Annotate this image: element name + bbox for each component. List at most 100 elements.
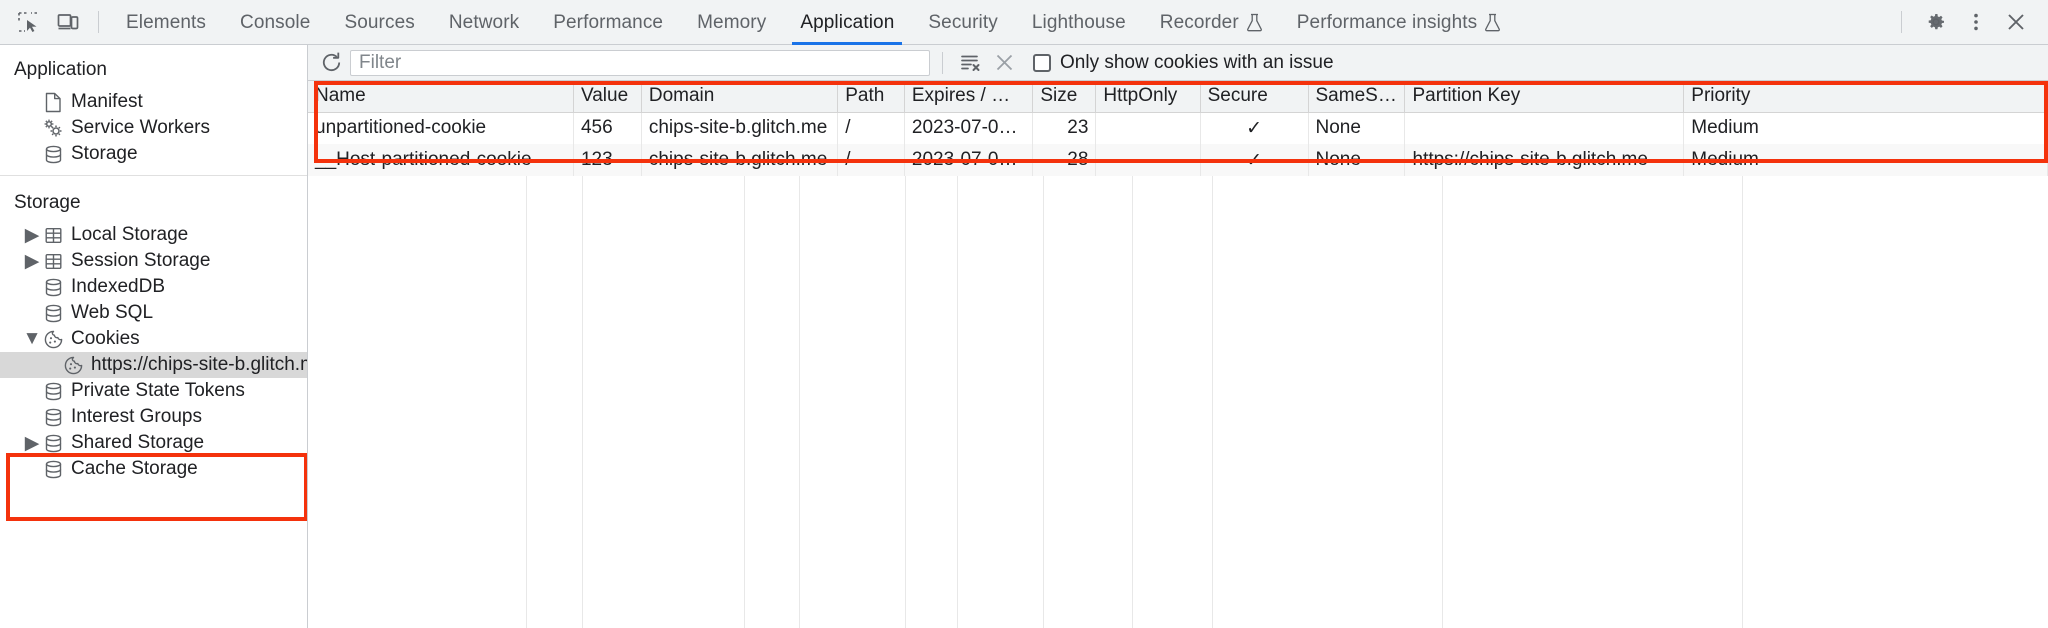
- cell-samesite: None: [1308, 144, 1406, 176]
- database-icon: [40, 433, 66, 454]
- chevron-right-icon[interactable]: ▶: [24, 250, 40, 272]
- close-icon[interactable]: [1996, 3, 2036, 41]
- cell-priority: Medium: [1683, 144, 2048, 176]
- sidebar-item-storage[interactable]: ▶ Storage: [0, 141, 307, 167]
- column-header-httponly[interactable]: HttpOnly: [1095, 81, 1201, 113]
- sidebar-item-indexeddb[interactable]: ▶ IndexedDB: [0, 274, 307, 300]
- cell-httponly: [1095, 112, 1201, 144]
- column-header-secure[interactable]: Secure: [1200, 81, 1309, 113]
- sidebar-group-application: Application ▶ Manifest ▶: [0, 49, 307, 175]
- tab-performance[interactable]: Performance: [553, 11, 664, 33]
- sidebar-item-web-sql[interactable]: ▶ Web SQL: [0, 300, 307, 326]
- database-icon: [40, 144, 66, 165]
- sidebar-item-label: Manifest: [71, 91, 143, 112]
- sidebar-item-shared-storage[interactable]: ▶ Shared Storage: [0, 430, 307, 456]
- sidebar-section-title-storage: Storage: [14, 192, 81, 213]
- column-header-path[interactable]: Path: [837, 81, 905, 113]
- devtools-tabbar: Elements Console Sources Network Perform…: [0, 0, 2048, 45]
- column-header-value[interactable]: Value: [573, 81, 642, 113]
- tab-performance-insights[interactable]: Performance insights: [1280, 0, 1518, 45]
- cell-samesite: None: [1308, 112, 1406, 144]
- table-row[interactable]: unpartitioned-cookie 456 chips-site-b.gl…: [308, 112, 2048, 144]
- cell-value: 123: [573, 144, 642, 176]
- cell-name: __Host-partitioned-cookie: [308, 144, 574, 176]
- cell-path: /: [837, 144, 905, 176]
- only-show-issue-cookies-label: Only show cookies with an issue: [1060, 51, 1334, 73]
- refresh-icon[interactable]: [316, 49, 346, 77]
- sidebar-section-title-application: Application: [14, 59, 107, 80]
- cell-partition-key: https://chips-site-b.glitch.me: [1404, 144, 1685, 176]
- cell-value: 456: [573, 112, 642, 144]
- database-icon: [40, 277, 66, 298]
- column-header-expires[interactable]: Expires / M…: [904, 81, 1034, 113]
- chevron-right-icon[interactable]: ▶: [24, 224, 40, 246]
- sidebar-item-local-storage[interactable]: ▶ Local Storage: [0, 222, 307, 248]
- sidebar-item-label: https://chips-site-b.glitch.me: [91, 354, 308, 375]
- column-header-domain[interactable]: Domain: [641, 81, 839, 113]
- cell-secure: ✓: [1200, 112, 1309, 144]
- cookie-icon: [60, 355, 86, 376]
- clear-all-icon[interactable]: [989, 49, 1019, 77]
- tab-recorder[interactable]: Recorder: [1143, 0, 1280, 45]
- sidebar-item-cookie-origin[interactable]: https://chips-site-b.glitch.me: [0, 352, 307, 378]
- cookies-table-wrap: Name Value Domain Path Expires / M… Size…: [308, 81, 2048, 628]
- cookies-table: Name Value Domain Path Expires / M… Size…: [308, 81, 2048, 176]
- sidebar-item-label: Private State Tokens: [71, 380, 245, 401]
- sidebar-item-interest-groups[interactable]: ▶ Interest Groups: [0, 404, 307, 430]
- column-header-priority[interactable]: Priority: [1683, 81, 2048, 113]
- cell-secure: ✓: [1200, 144, 1309, 176]
- sidebar-item-label: IndexedDB: [71, 276, 166, 297]
- inspect-element-icon[interactable]: [8, 3, 48, 41]
- table-icon: [40, 226, 66, 245]
- database-icon: [40, 303, 66, 324]
- devtools-tab-list: Elements Console Sources Network Perform…: [109, 0, 1518, 45]
- tab-security[interactable]: Security: [928, 11, 998, 33]
- table-row[interactable]: __Host-partitioned-cookie 123 chips-site…: [308, 144, 2048, 176]
- sidebar-item-label: Web SQL: [71, 302, 154, 323]
- cell-path: /: [837, 112, 905, 144]
- tab-sources[interactable]: Sources: [344, 11, 415, 33]
- sidebar-item-cookies[interactable]: ▼ Cookies: [0, 326, 307, 352]
- filter-input[interactable]: [350, 49, 930, 76]
- chevron-right-icon[interactable]: ▶: [24, 432, 40, 454]
- cell-size: 23: [1032, 112, 1097, 144]
- tab-lighthouse[interactable]: Lighthouse: [1031, 11, 1126, 33]
- devtools-body: Application ▶ Manifest ▶: [0, 45, 2048, 628]
- sidebar-item-private-state-tokens[interactable]: ▶ Private State Tokens: [0, 378, 307, 404]
- device-toolbar-icon[interactable]: [48, 3, 88, 41]
- kebab-menu-icon[interactable]: [1956, 3, 1996, 41]
- clear-filter-icon[interactable]: [955, 49, 985, 77]
- chevron-down-icon[interactable]: ▼: [22, 328, 42, 349]
- gear-icon[interactable]: [1916, 3, 1956, 41]
- column-header-size[interactable]: Size: [1032, 81, 1097, 113]
- column-header-name[interactable]: Name: [308, 81, 574, 113]
- sidebar-item-manifest[interactable]: ▶ Manifest: [0, 89, 307, 115]
- only-show-issue-cookies-checkbox[interactable]: [1033, 53, 1051, 72]
- database-icon: [40, 407, 66, 428]
- tabbar-actions: [1897, 3, 2048, 41]
- tab-memory[interactable]: Memory: [697, 11, 767, 33]
- sidebar-item-session-storage[interactable]: ▶ Session Storage: [0, 248, 307, 274]
- tab-network[interactable]: Network: [448, 11, 520, 33]
- sidebar-item-service-workers[interactable]: ▶ Service Workers: [0, 115, 307, 141]
- only-show-issue-cookies-checkbox-wrap[interactable]: Only show cookies with an issue: [1033, 52, 1334, 74]
- tabbar-right-divider: [1901, 11, 1902, 33]
- sidebar-item-label: Shared Storage: [71, 432, 205, 453]
- sidebar-group-storage: Storage ▶ Local Storage ▶: [0, 175, 307, 490]
- cookie-icon: [40, 329, 66, 350]
- tab-console[interactable]: Console: [240, 11, 311, 33]
- tab-elements[interactable]: Elements: [126, 11, 207, 33]
- sidebar-item-label: Interest Groups: [71, 406, 202, 427]
- cell-domain: chips-site-b.glitch.me: [641, 144, 839, 176]
- cookies-toolbar: Only show cookies with an issue: [308, 45, 2048, 81]
- tab-application[interactable]: Application: [783, 0, 911, 45]
- cell-size: 28: [1032, 144, 1097, 176]
- tabbar-divider: [98, 11, 99, 33]
- column-header-samesite[interactable]: SameSite: [1308, 81, 1406, 113]
- column-header-partition-key[interactable]: Partition Key: [1404, 81, 1685, 113]
- cell-partition-key: [1404, 112, 1685, 144]
- cell-name: unpartitioned-cookie: [308, 112, 574, 144]
- sidebar-item-cache-storage[interactable]: ▶ Cache Storage: [0, 456, 307, 482]
- sidebar-item-label: Cookies: [71, 328, 140, 349]
